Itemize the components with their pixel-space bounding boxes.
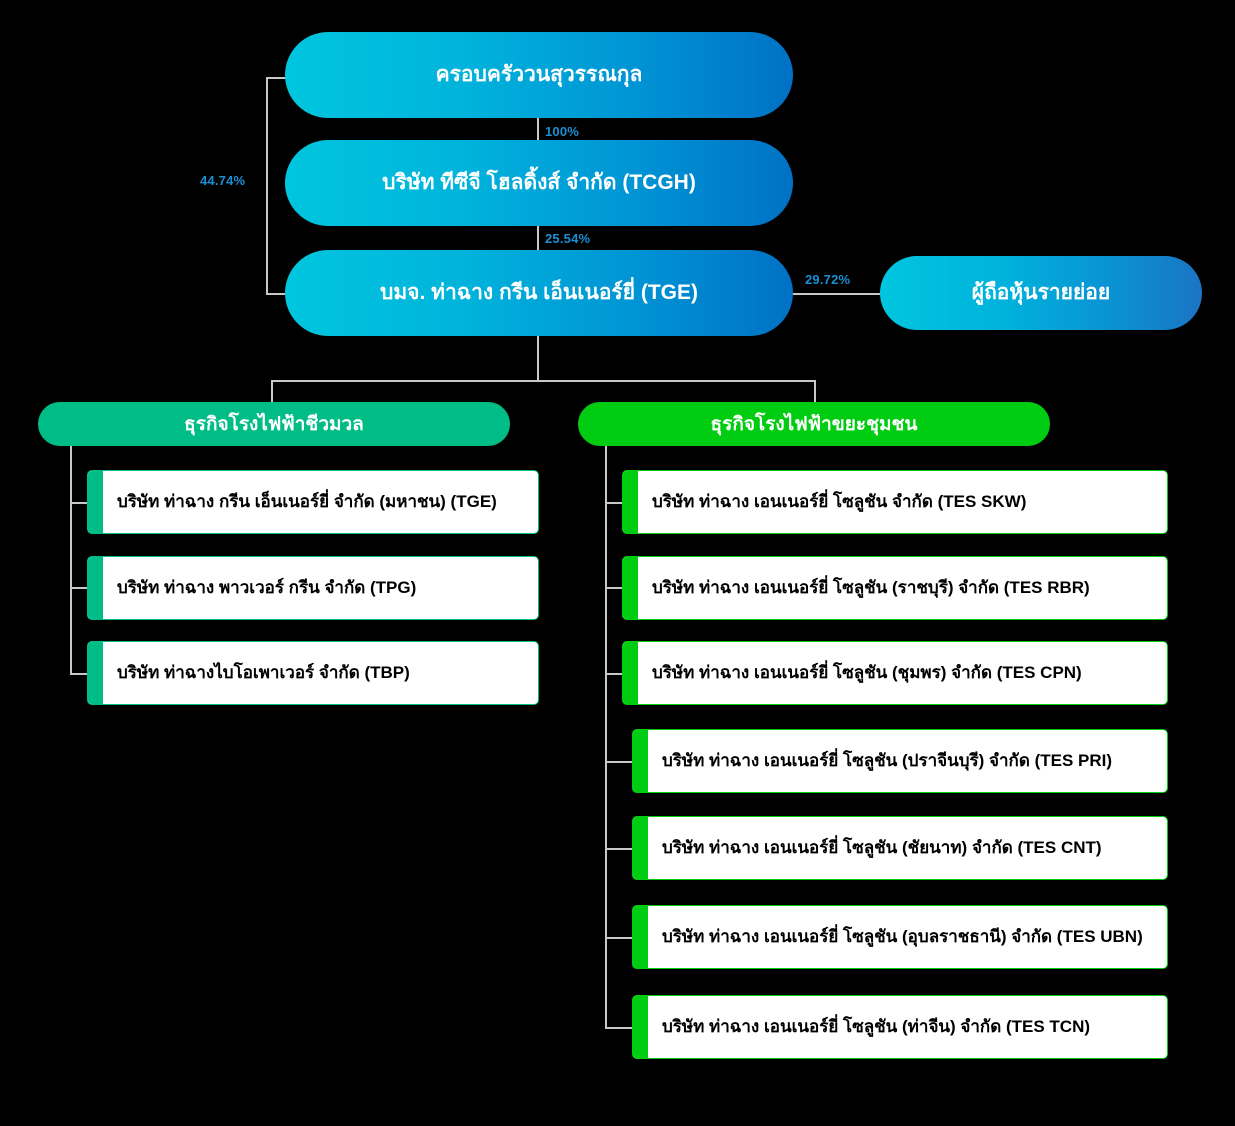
card-accent-bar (623, 642, 638, 704)
percent-family-to-holding: 100% (545, 124, 580, 139)
connector-biomass-stub-3 (70, 673, 88, 675)
connector-biomass-trunk (70, 444, 72, 674)
card-accent-bar (633, 906, 648, 968)
connector-waste-stub-6 (605, 937, 633, 939)
percent-minority-to-listed: 29.72% (805, 272, 851, 287)
connector-waste-stub-1 (605, 502, 623, 504)
connector-waste-stub-7 (605, 1027, 633, 1029)
connector-family-bracket-bottom (266, 293, 292, 295)
connector-biomass-stub-2 (70, 587, 88, 589)
company-card-tes-cpn[interactable]: บริษัท ท่าฉาง เอนเนอร์ยี่ โซลูชัน (ชุมพร… (622, 641, 1168, 705)
connector-waste-stub-2 (605, 587, 623, 589)
company-card-tbp[interactable]: บริษัท ท่าฉางไบโอเพาเวอร์ จำกัด (TBP) (87, 641, 539, 705)
company-name: บริษัท ท่าฉาง เอนเนอร์ยี่ โซลูชัน (อุบลร… (662, 926, 1143, 946)
company-card-tge[interactable]: บริษัท ท่าฉาง กรีน เอ็นเนอร์ยี่ จำกัด (ม… (87, 470, 539, 534)
entity-family[interactable]: ครอบครัววนสุวรรณกุล (285, 32, 793, 118)
card-accent-bar (88, 471, 103, 533)
card-accent-bar (633, 817, 648, 879)
card-accent-bar (633, 730, 648, 792)
company-name: บริษัท ท่าฉาง กรีน เอ็นเนอร์ยี่ จำกัด (ม… (117, 491, 497, 511)
connector-listed-trunk (537, 333, 539, 381)
entity-minority-shareholders[interactable]: ผู้ถือหุ้นรายย่อย (880, 256, 1202, 330)
connector-minority-to-listed (791, 293, 881, 295)
card-accent-bar (88, 557, 103, 619)
division-header-waste[interactable]: ธุรกิจโรงไฟฟ้าขยะชุมชน (578, 402, 1050, 446)
company-name: บริษัท ท่าฉาง เอนเนอร์ยี่ โซลูชัน (ท่าจี… (662, 1016, 1091, 1036)
company-name: บริษัท ท่าฉาง เอนเนอร์ยี่ โซลูชัน (ปราจี… (662, 750, 1113, 770)
company-name: บริษัท ท่าฉาง เอนเนอร์ยี่ โซลูชัน (ชัยนา… (662, 837, 1102, 857)
connector-waste-stub-4 (605, 761, 633, 763)
company-card-tes-pri[interactable]: บริษัท ท่าฉาง เอนเนอร์ยี่ โซลูชัน (ปราจี… (632, 729, 1168, 793)
connector-holding-to-listed (537, 225, 539, 253)
connector-drop-waste (814, 380, 816, 404)
connector-family-to-holding (537, 118, 539, 146)
company-name: บริษัท ท่าฉาง เอนเนอร์ยี่ โซลูชัน (ชุมพร… (652, 662, 1082, 682)
company-name: บริษัท ท่าฉาง เอนเนอร์ยี่ โซลูชัน (ราชบุ… (652, 577, 1090, 597)
company-name: บริษัท ท่าฉางไบโอเพาเวอร์ จำกัด (TBP) (117, 662, 410, 682)
connector-divisions-bar (271, 380, 816, 382)
company-card-tes-rbr[interactable]: บริษัท ท่าฉาง เอนเนอร์ยี่ โซลูชัน (ราชบุ… (622, 556, 1168, 620)
connector-drop-biomass (271, 380, 273, 404)
connector-biomass-stub-1 (70, 502, 88, 504)
entity-listed-tge[interactable]: บมจ. ท่าฉาง กรีน เอ็นเนอร์ยี่ (TGE) (285, 250, 793, 336)
division-header-biomass[interactable]: ธุรกิจโรงไฟฟ้าชีวมวล (38, 402, 510, 446)
percent-holding-to-listed: 25.54% (545, 231, 591, 246)
connector-waste-stub-3 (605, 673, 623, 675)
card-accent-bar (623, 557, 638, 619)
card-accent-bar (623, 471, 638, 533)
percent-family-to-listed: 44.74% (200, 173, 246, 188)
company-card-tes-cnt[interactable]: บริษัท ท่าฉาง เอนเนอร์ยี่ โซลูชัน (ชัยนา… (632, 816, 1168, 880)
company-card-tes-ubn[interactable]: บริษัท ท่าฉาง เอนเนอร์ยี่ โซลูชัน (อุบลร… (632, 905, 1168, 969)
company-name: บริษัท ท่าฉาง พาวเวอร์ กรีน จำกัด (TPG) (117, 577, 417, 597)
connector-waste-trunk (605, 444, 607, 1029)
company-card-tpg[interactable]: บริษัท ท่าฉาง พาวเวอร์ กรีน จำกัด (TPG) (87, 556, 539, 620)
connector-family-bracket-top (266, 77, 292, 79)
connector-waste-stub-5 (605, 848, 633, 850)
card-accent-bar (88, 642, 103, 704)
card-accent-bar (633, 996, 648, 1058)
company-card-tes-tcn[interactable]: บริษัท ท่าฉาง เอนเนอร์ยี่ โซลูชัน (ท่าจี… (632, 995, 1168, 1059)
company-card-tes-skw[interactable]: บริษัท ท่าฉาง เอนเนอร์ยี่ โซลูชัน จำกัด … (622, 470, 1168, 534)
connector-family-bracket-vertical (266, 77, 268, 294)
entity-holding-tcgh[interactable]: บริษัท ทีซีจี โฮลดิ้งส์ จำกัด (TCGH) (285, 140, 793, 226)
company-name: บริษัท ท่าฉาง เอนเนอร์ยี่ โซลูชัน จำกัด … (652, 491, 1027, 511)
